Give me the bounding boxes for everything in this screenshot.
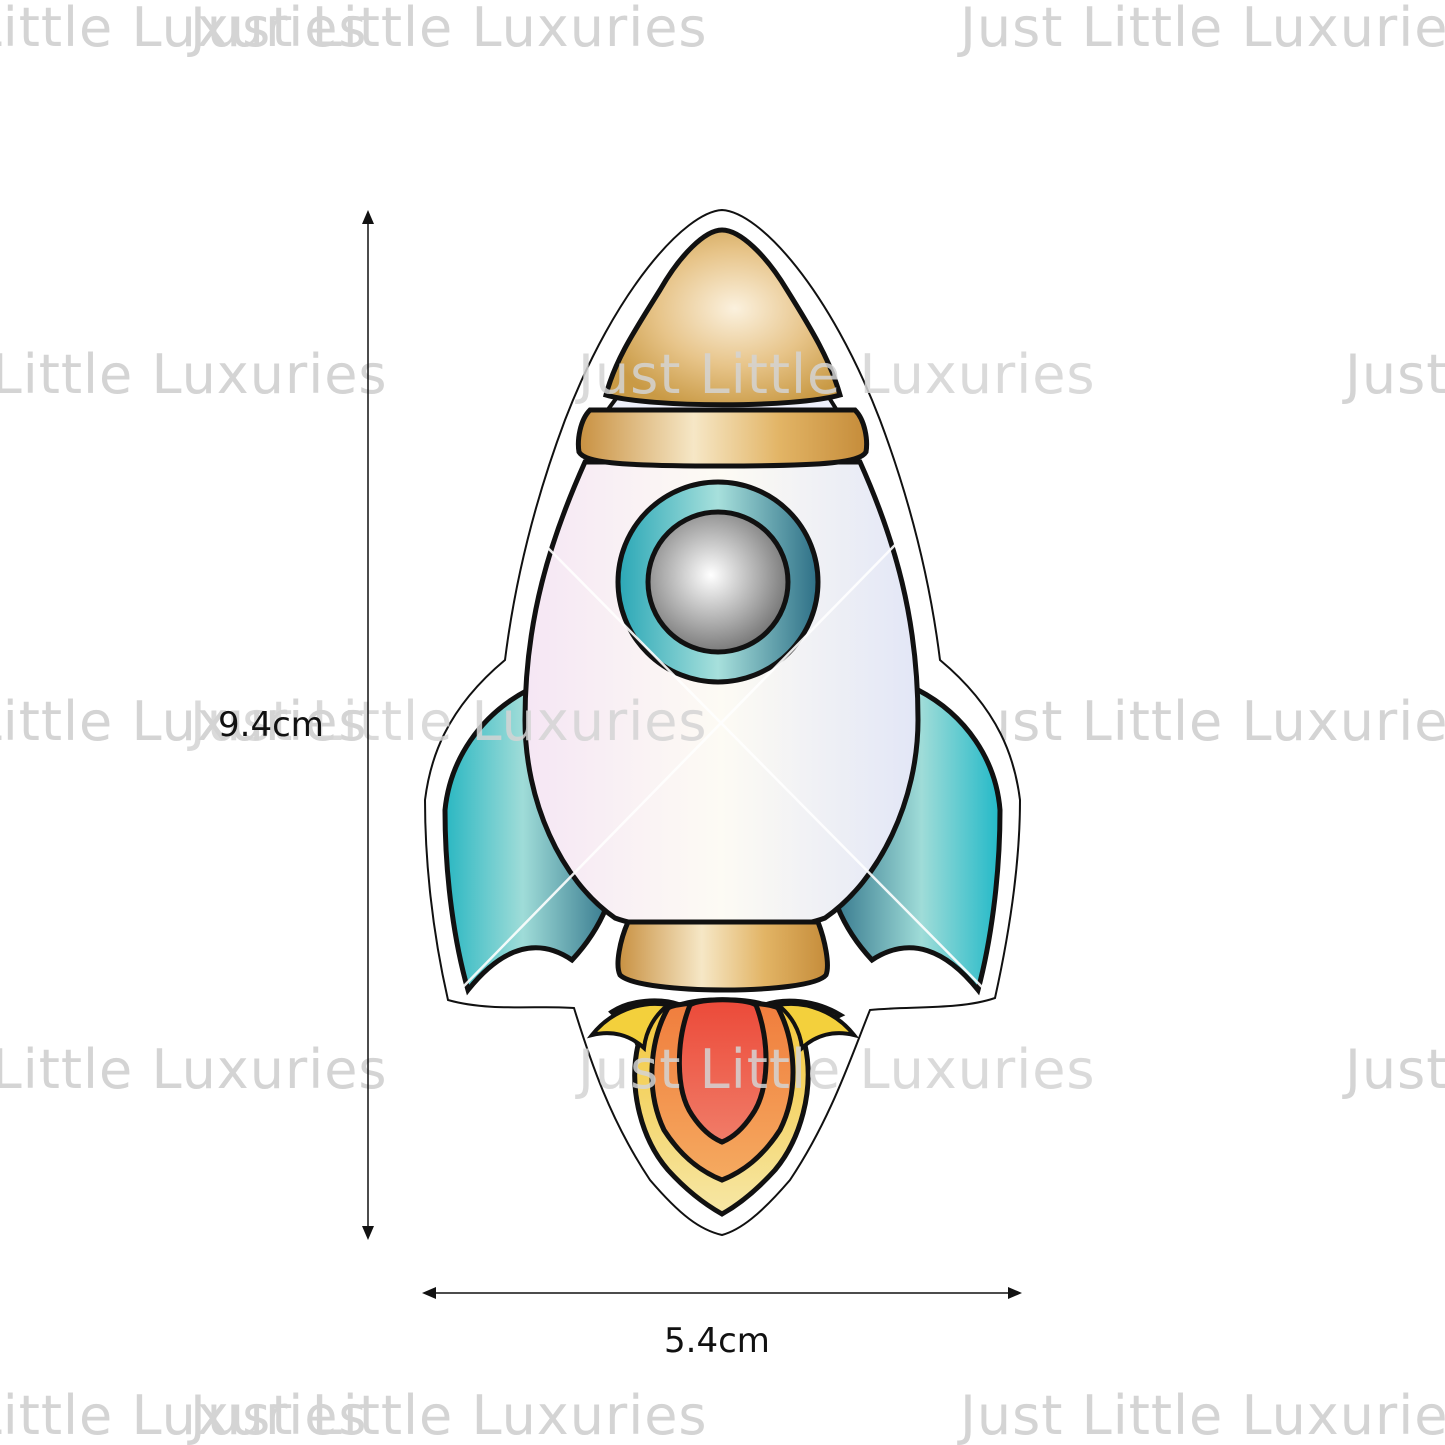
watermark-text: Just Little Luxuries — [187, 0, 708, 59]
watermark-text: Just Little Luxuries — [187, 1384, 708, 1445]
height-label: 9.4cm — [218, 705, 324, 745]
watermark-text: Just Little Luxuries — [0, 343, 388, 406]
engine-nozzle — [615, 919, 830, 993]
width-dimension: 5.4cm — [422, 1287, 1022, 1361]
gold-band — [575, 407, 870, 469]
rocket-sticker-icon — [423, 208, 1022, 1237]
watermark-text: Just Little Luxuries — [0, 0, 368, 59]
watermark-text: Just Little Luxuries — [575, 343, 1096, 406]
nose-cone — [602, 227, 844, 408]
flame-flick-right — [773, 1001, 860, 1053]
watermark-text: Just Little Luxuries — [0, 1384, 368, 1445]
flame-inner — [676, 997, 769, 1145]
watermark-text: Just Little Luxuries — [575, 1038, 1096, 1101]
watermark-text: Just Little Luxuries — [0, 1038, 388, 1101]
arrow-left-icon — [422, 1287, 436, 1299]
width-label: 5.4cm — [664, 1321, 770, 1361]
watermark-text: Just Little Luxuries — [1342, 343, 1445, 406]
watermark-text: Just Little Luxuries — [957, 1384, 1445, 1445]
height-dimension: 9.4cm — [218, 210, 374, 1240]
window-glass-icon — [645, 509, 791, 655]
arrow-right-icon — [1008, 1287, 1022, 1299]
watermark-text: Just Little Luxuries — [0, 690, 368, 753]
watermark-text: Just Little Luxuries — [957, 0, 1445, 59]
watermark-text: Just Little Luxuries — [957, 690, 1445, 753]
watermark-overlay: Just Little Luxuries Just Little Luxurie… — [187, 343, 1096, 1101]
arrow-down-icon — [362, 1226, 374, 1240]
flame-flick-left — [586, 1001, 673, 1053]
watermark-text: Just Little Luxuries — [187, 690, 708, 753]
arrow-up-icon — [362, 210, 374, 224]
watermark-text: Just Little Luxuries — [1342, 1038, 1445, 1101]
gloss-sheen — [459, 544, 986, 991]
